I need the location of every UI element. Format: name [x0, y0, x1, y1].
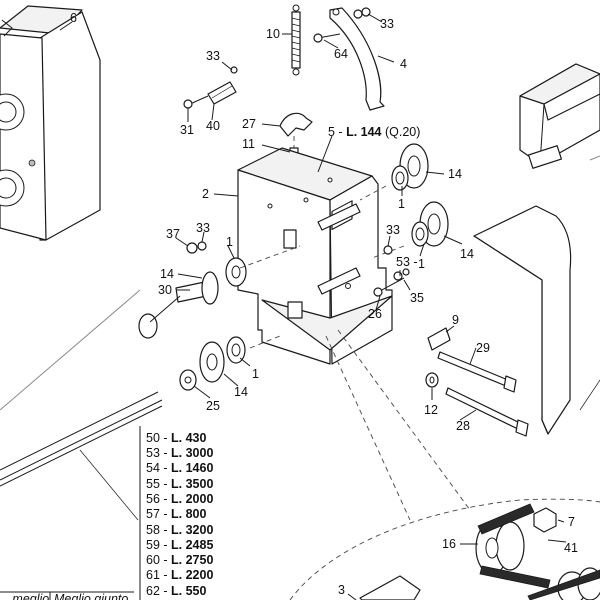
washers-part-37-33 [186, 241, 207, 254]
callout-1-lower: 1 [252, 367, 259, 381]
callout-27: 27 [242, 117, 256, 131]
callout-33-right: 33 [386, 223, 400, 237]
washer-part-12 [425, 372, 439, 388]
length-row: 59 - L. 2485 [146, 538, 213, 552]
callout-53: 53 - [396, 255, 418, 269]
spring-part-10 [291, 4, 301, 76]
part-3 [359, 575, 421, 600]
length-table: 50 - L. 430 53 - L. 3000 54 - L. 1460 55… [146, 431, 213, 598]
callout-26: 26 [368, 307, 382, 321]
sprockets-lower [527, 567, 600, 600]
bracket-part-9 [427, 327, 451, 351]
callout-30: 30 [158, 283, 172, 297]
rail-lines [0, 289, 163, 521]
callout-14-lower-right: 14 [460, 247, 474, 261]
length-row: 58 - L. 3200 [146, 523, 213, 537]
callout-33-top: 33 [380, 17, 394, 31]
callout-40: 40 [206, 119, 220, 133]
nut-part-33-right [383, 245, 393, 255]
bottom-note-table: ...meglio Meglio giunto... [2, 592, 139, 600]
screw-part-64 [313, 33, 341, 43]
callout-7: 7 [568, 515, 575, 529]
washers-part-33-top [353, 7, 371, 19]
callout-31: 31 [180, 123, 194, 137]
length-row: 61 - L. 2200 [146, 568, 213, 582]
bearing-flange-right-upper [391, 143, 429, 191]
arm-part-4 [329, 7, 385, 111]
nut-part-33-left [230, 66, 238, 74]
callout-33-mid-left: 33 [196, 221, 210, 235]
guard-cover [473, 205, 600, 435]
part-5-label: 5 - L. 144 (Q.20) [328, 125, 420, 139]
length-row: 55 - L. 3500 [146, 477, 213, 491]
length-row: 60 - L. 2750 [146, 553, 213, 567]
callout-6: 6 [70, 11, 77, 25]
callout-41: 41 [564, 541, 578, 555]
callout-2: 2 [202, 187, 209, 201]
length-row: 56 - L. 2000 [146, 492, 213, 506]
callout-12: 12 [424, 403, 438, 417]
length-row: 50 - L. 430 [146, 431, 207, 445]
leader-lines [59, 13, 567, 600]
bearing-part-1-left [225, 257, 247, 287]
callout-29: 29 [476, 341, 490, 355]
length-row: 54 - L. 1460 [146, 461, 213, 475]
length-row: 62 - L. 550 [146, 584, 207, 598]
callout-37: 37 [166, 227, 180, 241]
shaft-part-30 [138, 271, 219, 339]
callout-10: 10 [266, 27, 280, 41]
bolt-part-28 [445, 387, 529, 437]
bottom-right-cell: Meglio giunto... [54, 592, 139, 600]
callout-11: 11 [242, 137, 255, 151]
callout-4: 4 [400, 57, 407, 71]
callout-28: 28 [456, 419, 470, 433]
callout-33-left: 33 [206, 49, 220, 63]
callout-25: 25 [206, 399, 220, 413]
callout-14-upper-right: 14 [448, 167, 462, 181]
callout-1-lower-right: 1 [418, 257, 425, 271]
length-row: 53 - L. 3000 [146, 446, 213, 460]
length-row: 57 - L. 800 [146, 507, 207, 521]
callout-16: 16 [442, 537, 456, 551]
length-table-frame [0, 426, 141, 600]
callout-1-left: 1 [226, 235, 233, 249]
callout-1-upper-right: 1 [398, 197, 405, 211]
bottom-left-cell: ...meglio [2, 592, 49, 600]
screw-part-31 [183, 95, 209, 109]
bolt-part-29 [437, 351, 517, 393]
callout-3: 3 [338, 583, 345, 597]
bearing-flange-right-lower [411, 201, 449, 247]
callout-14-lower: 14 [234, 385, 248, 399]
screw-part-26 [373, 268, 410, 297]
callout-labels: 6 10 33 64 4 33 31 40 27 11 5 - L. 144 (… [70, 11, 578, 597]
bearing-flange-part-14-lower [199, 336, 246, 383]
frame-part-2 [237, 147, 393, 365]
sprocket-part-16 [475, 503, 551, 589]
block-part-7 [533, 507, 557, 533]
housing-part-6 [0, 5, 101, 241]
assembly-dashed-lines [239, 185, 471, 521]
callout-64: 64 [334, 47, 348, 61]
callout-35: 35 [410, 291, 424, 305]
chain-part-40 [207, 81, 237, 105]
right-frame [519, 63, 600, 169]
callout-14-left: 14 [160, 267, 174, 281]
callout-9: 9 [452, 313, 459, 327]
cam-part-25 [179, 369, 197, 391]
